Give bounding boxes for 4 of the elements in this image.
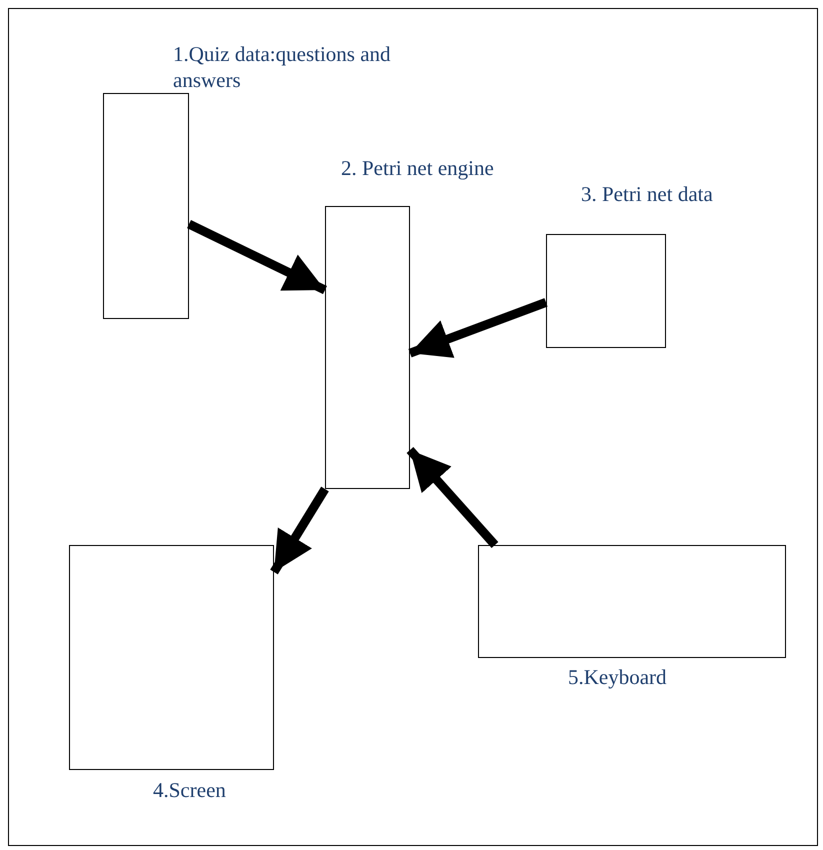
arrow bbox=[406, 446, 498, 548]
arrow bbox=[270, 486, 329, 574]
arrow bbox=[187, 220, 327, 294]
arrow bbox=[408, 298, 548, 358]
